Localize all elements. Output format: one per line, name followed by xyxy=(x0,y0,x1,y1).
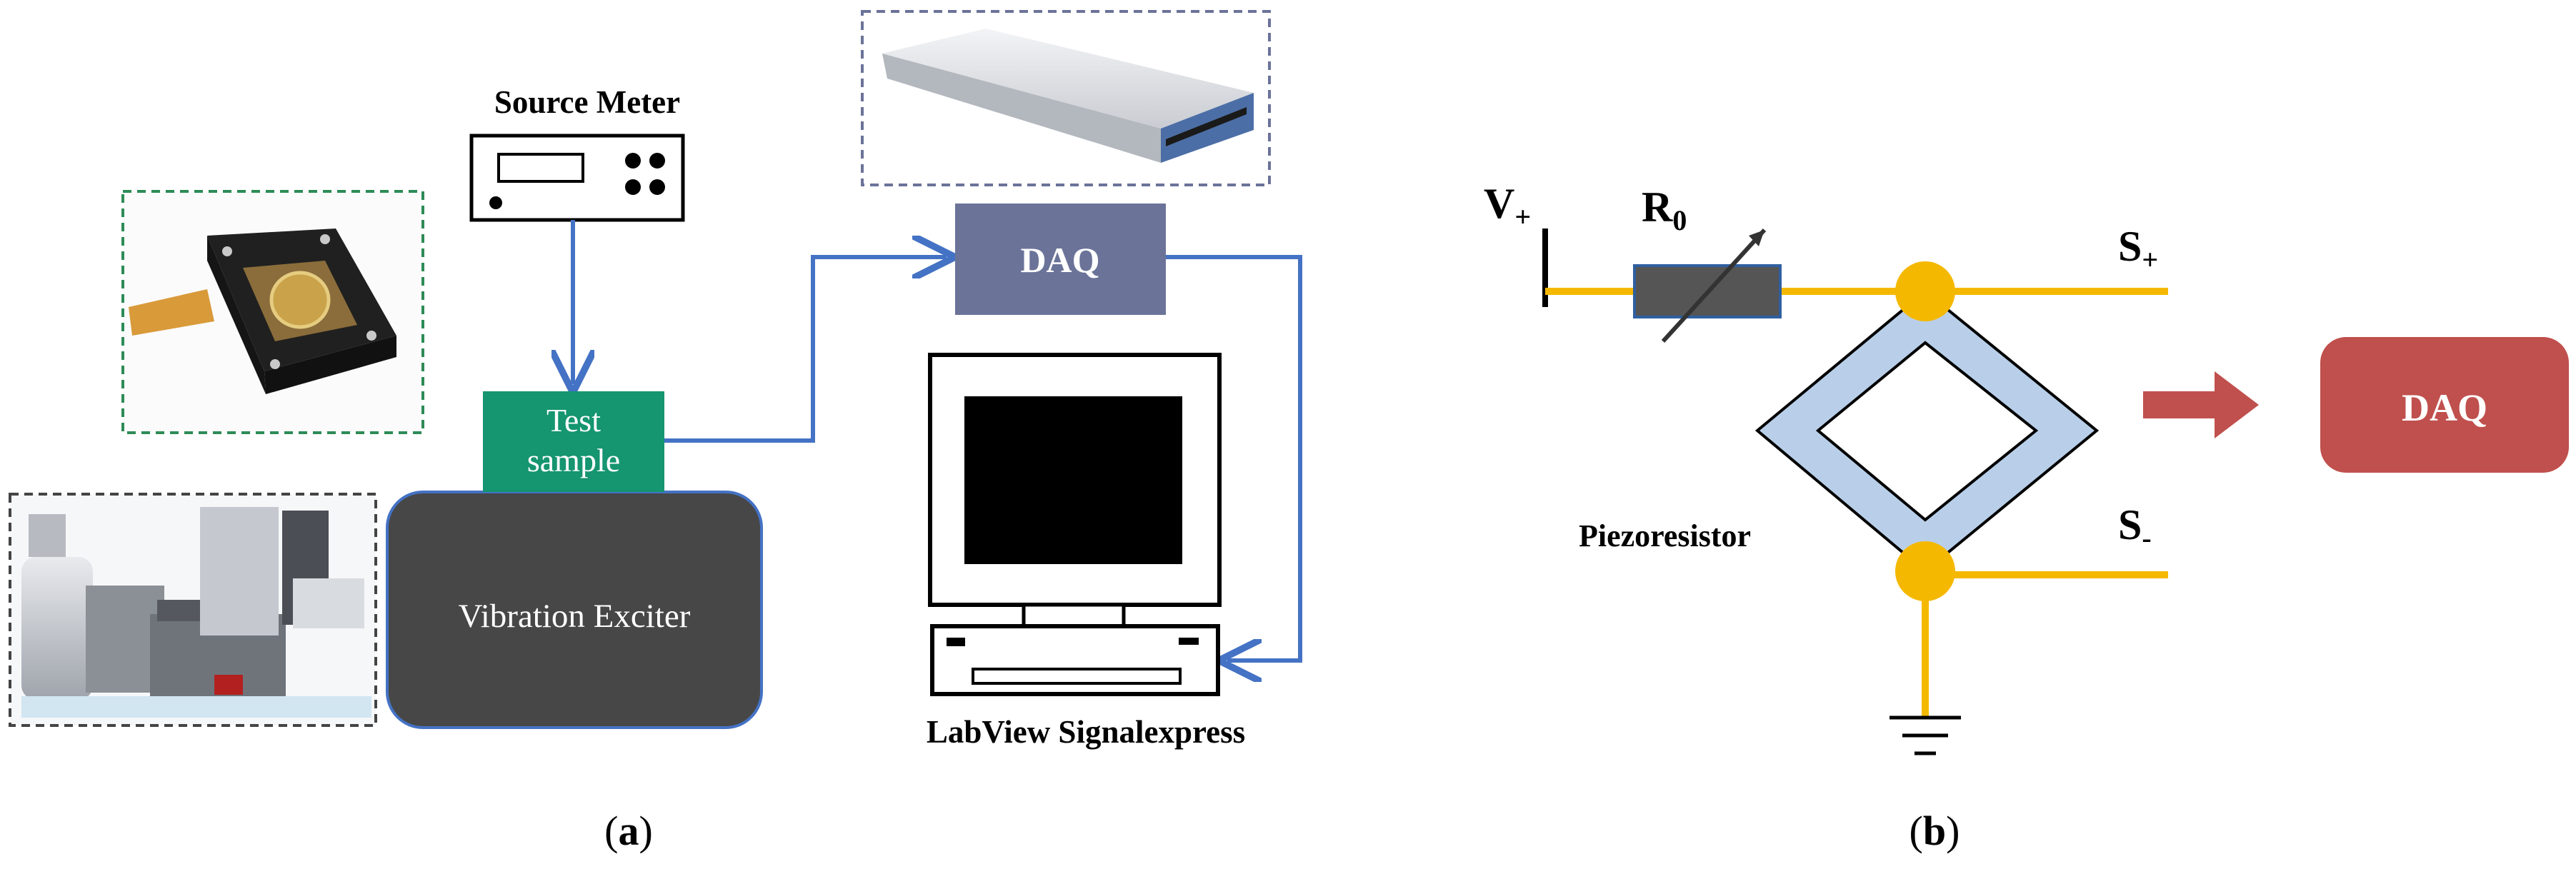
source-meter-icon xyxy=(469,134,685,222)
source-meter-label: Source Meter xyxy=(494,84,680,120)
piezoresistor-bridge xyxy=(1754,289,2100,573)
daq-label: DAQ xyxy=(1020,240,1099,280)
computer-icon xyxy=(928,353,1222,696)
resistor-r0 xyxy=(1633,228,1782,343)
daq-box-b xyxy=(2320,337,2569,473)
ground-symbol-icon xyxy=(1889,715,1961,755)
usb-daq-device-photo-icon xyxy=(861,10,1271,186)
s-minus-sub: - xyxy=(2142,522,2151,554)
v-plus-main: V xyxy=(1484,180,1514,227)
s-minus-label: S- xyxy=(2118,501,2152,554)
vibration-exciter-label: Vibration Exciter xyxy=(459,598,691,635)
r0-label: R0 xyxy=(1642,184,1687,236)
r0-main: R xyxy=(1642,184,1673,231)
r0-sub: 0 xyxy=(1672,204,1687,236)
caption-a-close: ) xyxy=(639,808,653,854)
test-sample-label-line2: sample xyxy=(527,442,620,478)
arrow-to-daq-red xyxy=(2143,371,2259,438)
caption-a: (a) xyxy=(604,808,653,854)
junction-top xyxy=(1895,261,1955,321)
caption-a-letter: a xyxy=(619,808,639,854)
caption-b-letter: b xyxy=(1923,808,1946,854)
s-minus-main: S xyxy=(2118,501,2142,548)
junction-bottom xyxy=(1895,541,1955,601)
daq-box xyxy=(955,204,1166,315)
arrow-daq-to-computer xyxy=(1166,255,1302,660)
s-plus-main: S xyxy=(2118,223,2142,270)
test-sample xyxy=(483,391,664,492)
caption-a-open: ( xyxy=(604,808,618,854)
v-plus-sub: + xyxy=(1514,201,1531,233)
daq-label-b: DAQ xyxy=(2402,386,2487,429)
caption-b-open: ( xyxy=(1909,808,1923,854)
caption-b: (b) xyxy=(1909,808,1960,854)
test-sample-label-line1: Test xyxy=(546,402,601,438)
v-plus-label: V+ xyxy=(1484,180,1531,233)
vibration-shaker-photo-icon xyxy=(9,493,377,727)
caption-b-close: ) xyxy=(1946,808,1960,854)
sensor-chip-photo-icon xyxy=(121,190,424,434)
s-plus-sub: + xyxy=(2142,243,2158,276)
computer-label: LabView Signalexpress xyxy=(927,714,1245,750)
piezoresistor-label: Piezoresistor xyxy=(1579,518,1751,553)
s-plus-label: S+ xyxy=(2118,223,2158,276)
arrow-sample-to-daq xyxy=(664,257,947,443)
